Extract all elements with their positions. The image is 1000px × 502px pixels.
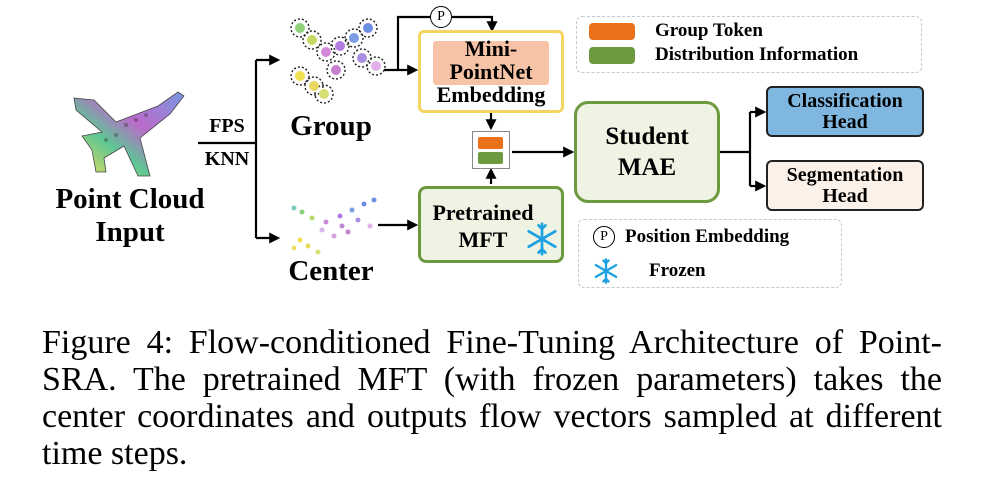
point-cloud-input-label: Point Cloud Input xyxy=(55,183,205,248)
token-stack xyxy=(472,131,510,169)
center-point-cloud xyxy=(291,197,377,255)
p-circle-icon: P xyxy=(593,226,615,248)
classification-head-box: Classification Head xyxy=(766,86,924,137)
frozen-legend-label: Frozen xyxy=(649,260,706,281)
mini-pointnet-embedding-box: Mini- PointNet Embedding xyxy=(418,30,564,113)
position-embedding-marker: P xyxy=(430,6,452,28)
student-mae-box: Student MAE xyxy=(574,101,720,203)
pretrained-mft-box: Pretrained MFT xyxy=(418,186,564,263)
position-embedding-legend-label: Position Embedding xyxy=(625,226,790,247)
classification-head-label: Classification Head xyxy=(787,89,903,133)
mini-pointnet-label: Mini- PointNet Embedding xyxy=(436,36,546,107)
distribution-legend-label: Distribution Information xyxy=(655,44,859,65)
token-legend: Group Token Distribution Information xyxy=(576,16,922,73)
legend-group-token: Group Token xyxy=(589,20,763,42)
legend-frozen: Frozen xyxy=(593,258,706,284)
point-cloud-airplane xyxy=(73,91,185,177)
pretrained-mft-label: Pretrained MFT xyxy=(432,200,534,252)
group-label: Group xyxy=(290,110,372,142)
fps-label: FPS xyxy=(209,115,245,137)
legend-position-embedding: P Position Embedding xyxy=(593,226,789,248)
snowflake-icon xyxy=(527,222,557,256)
group-token-legend-swatch xyxy=(589,22,635,40)
knn-label: KNN xyxy=(204,148,250,170)
frozen-snowflake-icon xyxy=(594,258,618,284)
position-embedding-line xyxy=(396,15,430,70)
figure-caption: Figure 4: Flow-conditioned Fine-Tuning A… xyxy=(42,324,942,472)
legend-distribution: Distribution Information xyxy=(589,44,858,66)
position-embedding-arrow xyxy=(452,15,498,33)
group-token-swatch xyxy=(478,137,503,149)
grouped-point-cloud xyxy=(290,18,386,104)
segmentation-head-box: Segmentation Head xyxy=(766,160,924,211)
mini-pointnet-inner xyxy=(433,41,549,85)
distribution-swatch xyxy=(478,152,503,164)
p-marker-label: P xyxy=(437,9,445,24)
center-label: Center xyxy=(288,255,374,287)
student-mae-label: Student MAE xyxy=(605,123,689,181)
symbol-legend: P Position Embedding Frozen xyxy=(578,219,842,288)
architecture-diagram: Point Cloud Input FPS KNN Group Center xyxy=(55,6,924,288)
segmentation-head-label: Segmentation Head xyxy=(786,163,904,207)
group-token-legend-label: Group Token xyxy=(655,20,763,41)
connector-arrows xyxy=(198,15,767,244)
distribution-legend-swatch xyxy=(589,46,635,64)
